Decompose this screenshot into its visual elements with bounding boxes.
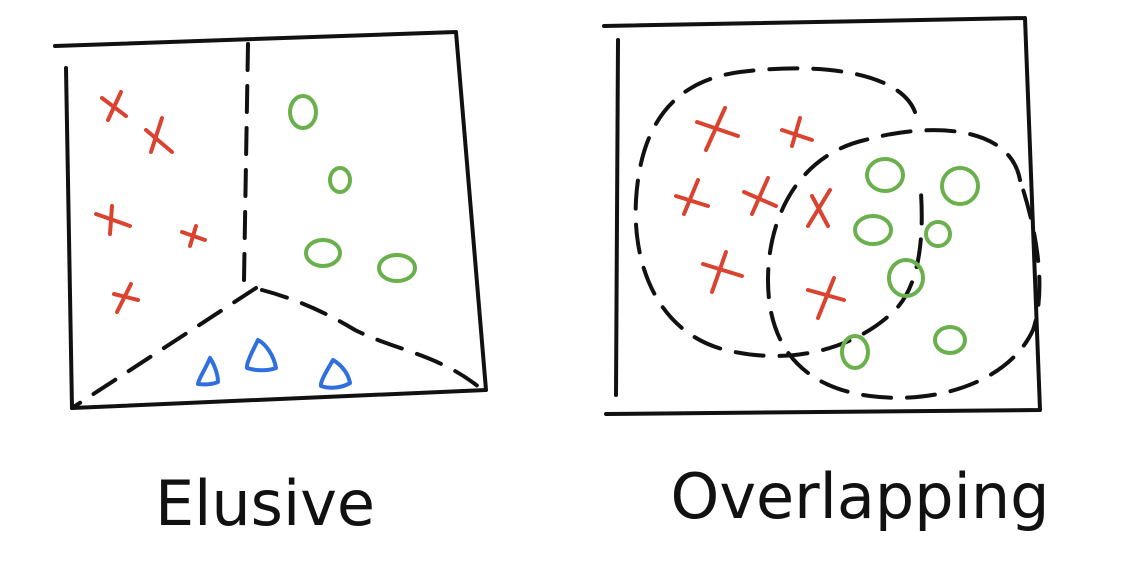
boundary-vertical (242, 42, 250, 282)
elusive-triangle-markers (196, 338, 352, 390)
boundary-left-diagonal (70, 286, 258, 410)
region-o-cluster (766, 128, 1042, 400)
x-marker (701, 250, 744, 294)
panel-overlapping-caption: Overlapping (671, 460, 1050, 533)
o-marker (933, 325, 967, 355)
x-marker (144, 116, 174, 154)
o-marker (328, 166, 352, 194)
elusive-boundaries (70, 42, 482, 410)
panel-overlapping: Overlapping (602, 16, 1050, 533)
overlap-x-markers (674, 106, 846, 320)
x-marker (180, 224, 207, 248)
x-marker (695, 106, 740, 152)
o-marker (940, 166, 980, 206)
triangle-marker (196, 356, 220, 387)
x-marker (780, 116, 814, 148)
elusive-x-markers (94, 90, 207, 314)
panel-elusive: Elusive (53, 30, 488, 540)
boundary-right-curve (260, 288, 482, 390)
x-marker (742, 176, 778, 216)
triangle-marker (318, 358, 352, 390)
triangle-marker (244, 338, 278, 373)
overlap-o-markers (840, 157, 980, 370)
o-marker (377, 253, 417, 283)
o-marker (865, 157, 905, 193)
x-marker (674, 178, 710, 216)
x-marker (806, 276, 846, 320)
panel-elusive-frame (53, 30, 488, 410)
x-marker (100, 90, 128, 122)
o-marker (853, 214, 893, 246)
o-marker (304, 238, 342, 268)
overlap-regions (633, 66, 1042, 400)
x-marker (806, 188, 832, 228)
o-marker (288, 94, 318, 130)
x-marker (94, 204, 132, 236)
panel-overlapping-frame (602, 16, 1042, 416)
elusive-o-markers (288, 94, 417, 283)
o-marker (840, 334, 870, 370)
x-marker (112, 282, 140, 314)
o-marker (924, 220, 952, 248)
o-marker (887, 258, 925, 298)
panel-elusive-caption: Elusive (155, 467, 375, 540)
region-x-cluster (633, 66, 924, 358)
